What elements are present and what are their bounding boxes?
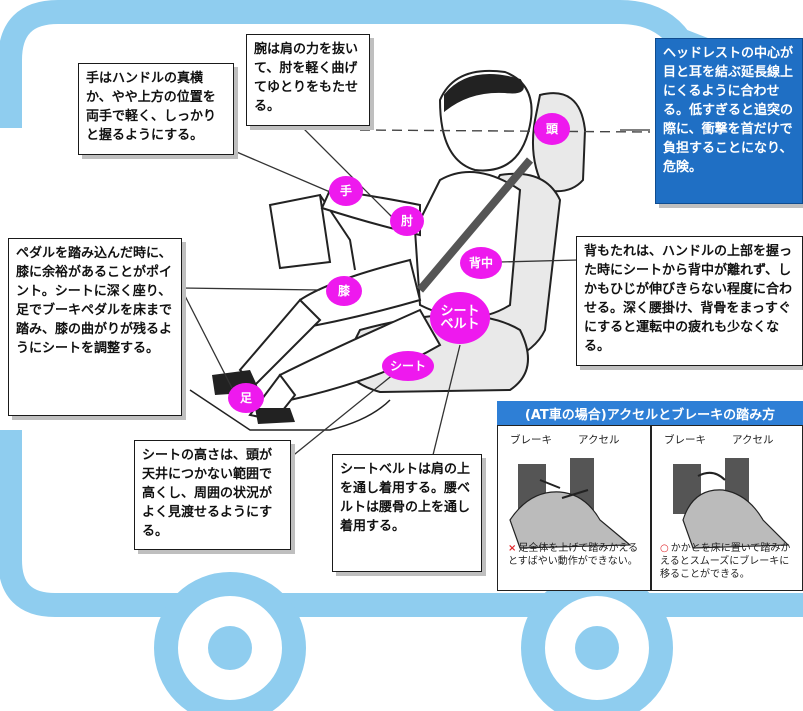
foot-tag: 足 xyxy=(228,383,264,413)
floor-line xyxy=(189,389,391,431)
hand-note: 手はハンドルの真横か、やや上方の位置を両手で軽く、しっかりと握るようにする。 xyxy=(78,63,234,155)
seatbelt-note: シートベルトは肩の上を通し着用する。腰ベルトは腰骨の上を通し着用する。 xyxy=(332,454,482,572)
knee-tag: 膝 xyxy=(326,276,362,306)
hand-tag: 手 xyxy=(329,176,363,206)
wrong-mark: × xyxy=(508,543,517,554)
wrong-caption: ×足全体を上げて踏みかえるとすばやい動作ができない。 xyxy=(508,542,644,568)
backrest-note: 背もたれは、ハンドルの上部を握った時にシートから背中が離れず、しかもひじが伸びき… xyxy=(576,236,803,366)
headrest-note: ヘッドレストの中心が目と耳を結ぶ延長線上にくるように合わせる。低すぎると追突の際… xyxy=(655,38,803,204)
right-caption: ○かかとを床に置いて踏みかえるとスムーズにブレーキに移ることができる。 xyxy=(660,542,798,581)
correct-technique-icon xyxy=(673,458,790,549)
pedal-note: ペダルを踏み込んだ時に、膝に余裕があることがポイント。シートに深く座り、足でブー… xyxy=(8,238,182,416)
right-brake-label: ブレーキ xyxy=(664,434,706,446)
right-caption-text: かかとを床に置いて踏みかえるとスムーズにブレーキに移ることができる。 xyxy=(660,543,791,580)
truck-outline-icon xyxy=(0,0,803,128)
head-tag: 頭 xyxy=(534,113,570,145)
truck-lower-outline-icon xyxy=(0,430,803,617)
front-wheel-icon xyxy=(154,572,306,711)
wrong-caption-text: 足全体を上げて踏みかえるとすばやい動作ができない。 xyxy=(508,543,639,567)
left-accel-label: アクセル xyxy=(578,434,620,446)
right-mark: ○ xyxy=(660,543,669,554)
elbow-tag: 肘 xyxy=(390,206,424,236)
pedal-technique-panel: ブレーキ アクセル ブレーキ アクセル ×足全体を上げて踏みかえるとすばやい動作… xyxy=(497,425,803,591)
wrong-technique-icon xyxy=(509,458,632,549)
seat-tag: シート xyxy=(382,351,434,381)
arm-note: 腕は肩の力を抜いて、肘を軽く曲げてゆとりをもたせる。 xyxy=(246,34,370,126)
inset-title: (AT車の場合)アクセルとブレーキの踏み方 xyxy=(497,401,803,425)
left-brake-label: ブレーキ xyxy=(510,434,552,446)
steering-wheel-icon xyxy=(268,193,356,271)
seat-height-note: シートの高さは、頭が天井につかない範囲で高くし、周囲の状況がよく見渡せるようにす… xyxy=(134,440,291,550)
right-accel-label: アクセル xyxy=(732,434,774,446)
eye-level-line xyxy=(359,129,651,133)
leader-lines xyxy=(181,124,650,459)
back-tag: 背中 xyxy=(460,247,502,279)
panel-divider xyxy=(650,426,652,590)
seatbelt-strap-icon xyxy=(416,157,534,293)
seatbelt-tag: シートベルト xyxy=(430,292,490,344)
rear-wheel-icon xyxy=(521,572,673,711)
